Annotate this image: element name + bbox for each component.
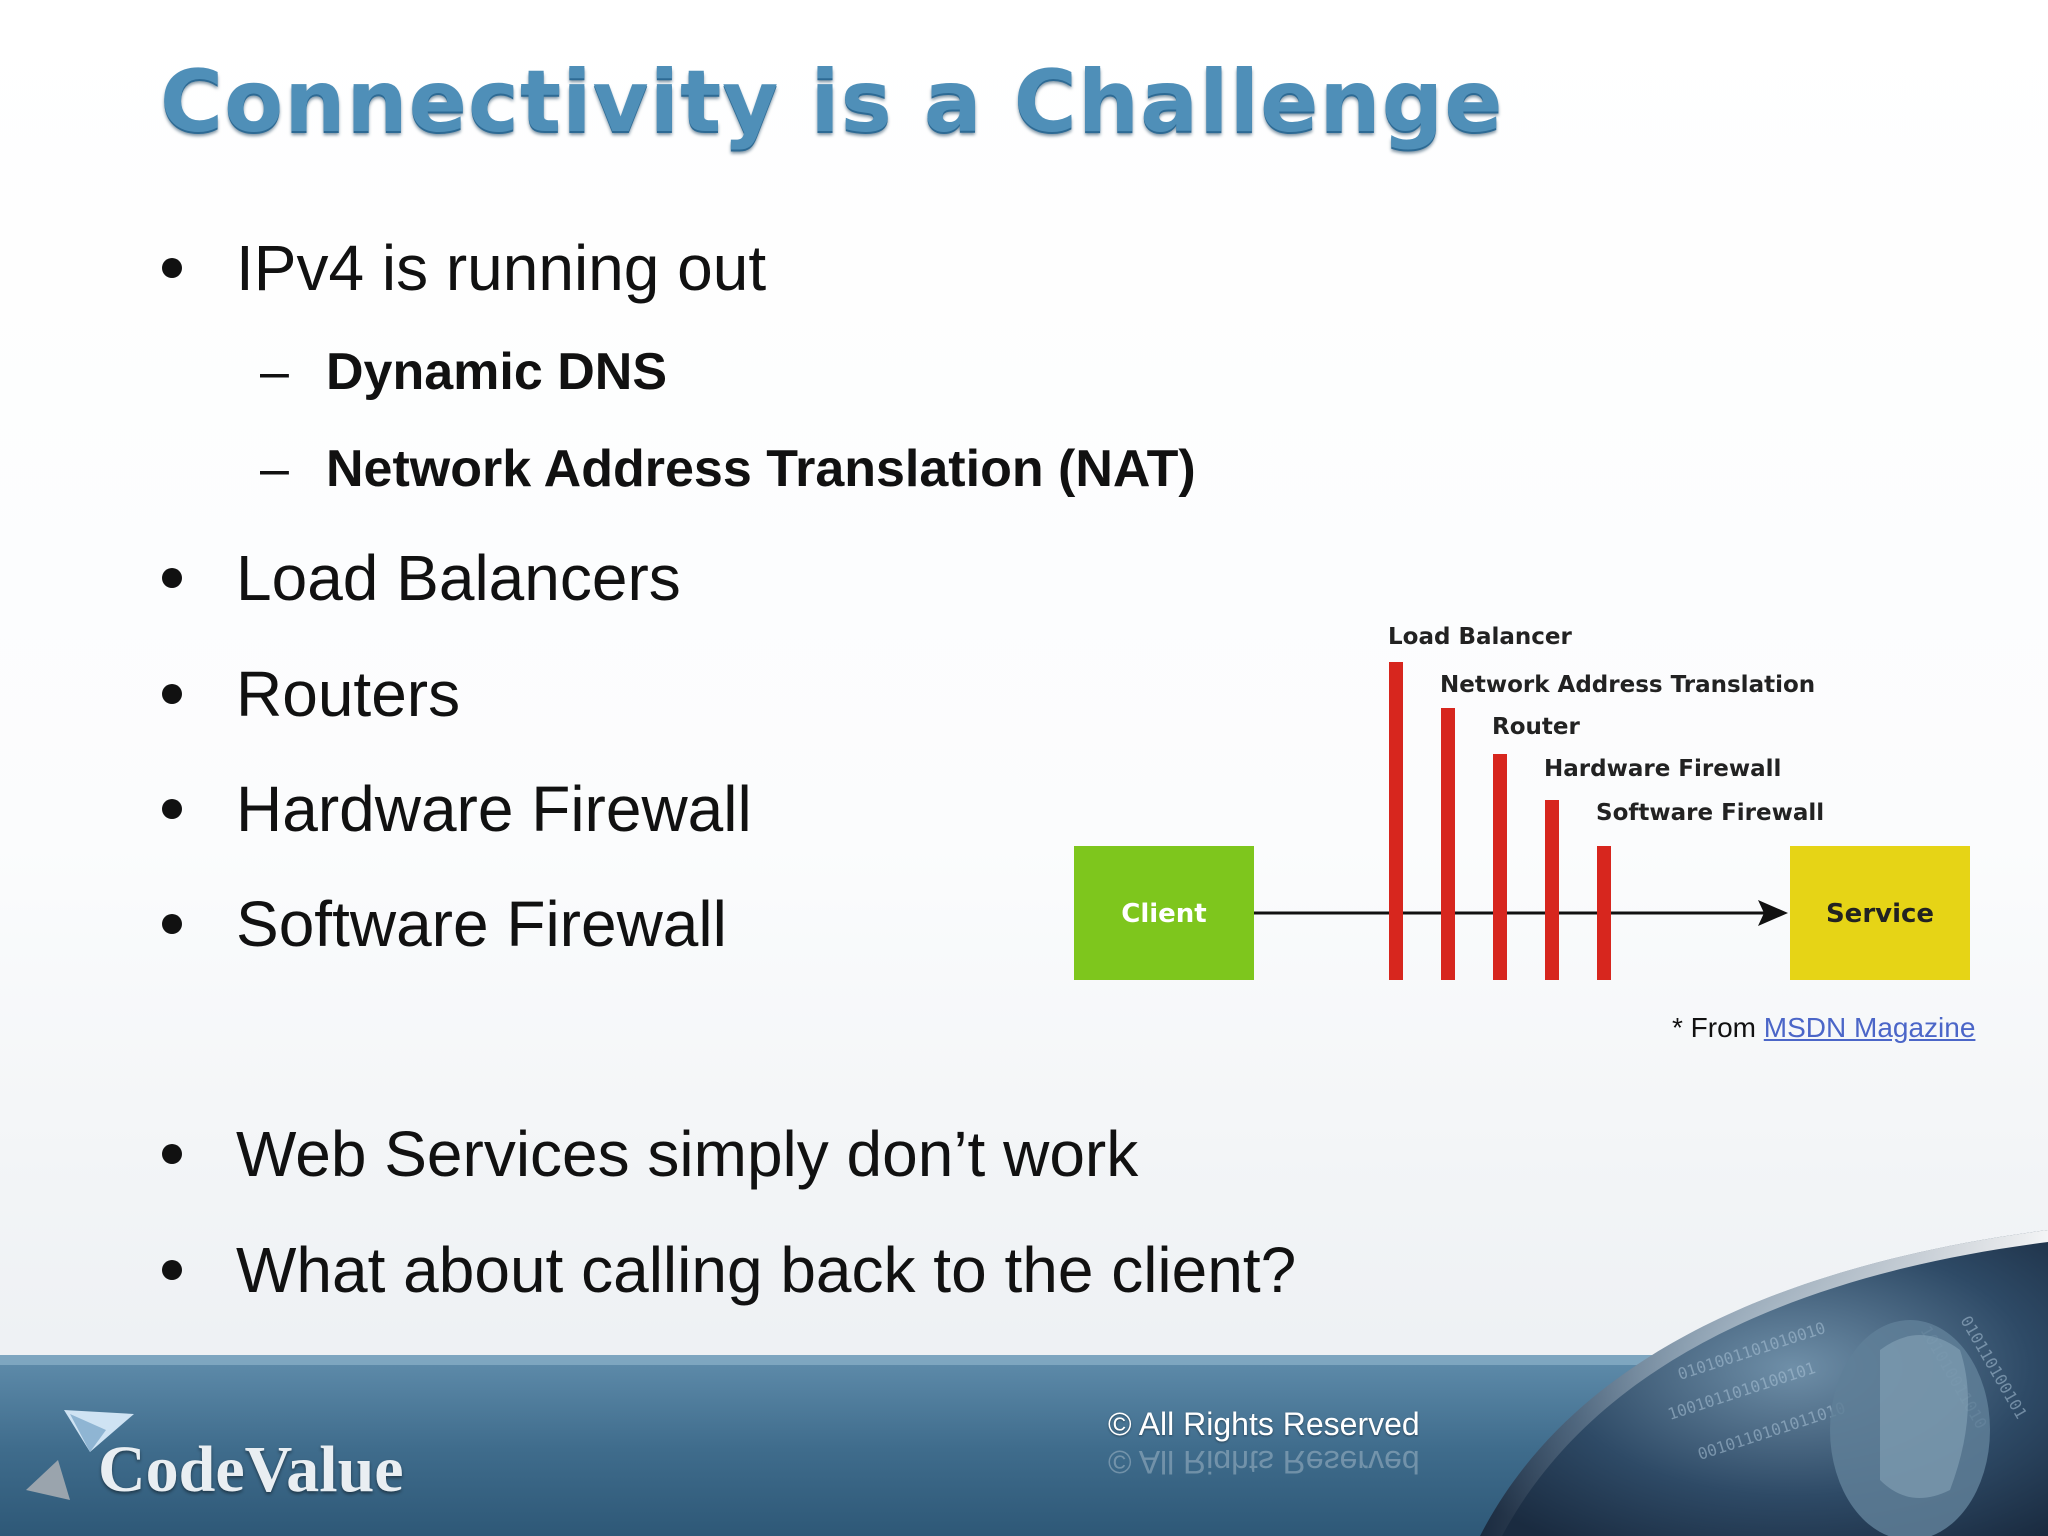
barrier-label: Hardware Firewall <box>1544 756 1781 782</box>
bullet-icon <box>162 258 182 278</box>
dash-icon: – <box>260 440 289 498</box>
brand-name: CodeValue <box>98 1433 404 1506</box>
bullet-text: What about calling back to the client? <box>236 1234 1297 1306</box>
codevalue-logo <box>26 1410 134 1500</box>
dash-icon: – <box>260 343 289 401</box>
barrier-bar <box>1389 662 1403 980</box>
bullet-icon <box>162 568 182 588</box>
arrow-head-icon <box>1758 900 1788 926</box>
client-box <box>1074 846 1254 980</box>
sub-bullet-text: Network Address Translation (NAT) <box>326 440 1196 498</box>
barrier-bar <box>1597 846 1611 980</box>
barrier-label: Network Address Translation <box>1440 672 1815 698</box>
slide-title: Connectivity is a Challenge <box>160 52 1504 152</box>
bullet-text: Software Firewall <box>236 888 727 960</box>
bullet-text: Load Balancers <box>236 542 681 614</box>
barrier-label: Router <box>1492 714 1580 740</box>
client-label: Client <box>1121 899 1206 929</box>
bullet-icon <box>162 684 182 704</box>
bullet-icon <box>162 1260 182 1280</box>
logo-arrow-shape <box>26 1460 70 1500</box>
sub-bullet-text: Dynamic DNS <box>326 343 667 401</box>
service-label: Service <box>1826 899 1934 929</box>
bullet-icon <box>162 799 182 819</box>
service-box <box>1790 846 1970 980</box>
barrier-bar <box>1545 800 1559 980</box>
decorative-face-art: 0101001101010010 1001011010100101 001011… <box>1480 1230 2048 1536</box>
msdn-magazine-link[interactable]: MSDN Magazine <box>1763 1012 1976 1043</box>
bullet-text: Routers <box>236 658 461 730</box>
bullet-text: Web Services simply don’t work <box>236 1118 1139 1190</box>
citation-prefix: * From <box>1672 1012 1764 1043</box>
rights-reflection: © All Rights Reserved <box>1108 1450 1420 1480</box>
barrier-bar <box>1441 708 1455 980</box>
logo-check-shade <box>70 1414 106 1452</box>
barrier-label: Load Balancer <box>1388 624 1573 650</box>
bullet-text: Hardware Firewall <box>236 773 752 845</box>
rights-text: © All Rights Reserved <box>1108 1406 1420 1442</box>
barrier-label: Software Firewall <box>1596 800 1824 826</box>
barrier-bar <box>1493 754 1507 980</box>
bullet-text: IPv4 is running out <box>236 232 767 304</box>
citation: * From MSDN Magazine <box>1672 1012 1975 1044</box>
bullet-icon <box>162 914 182 934</box>
bullet-icon <box>162 1144 182 1164</box>
